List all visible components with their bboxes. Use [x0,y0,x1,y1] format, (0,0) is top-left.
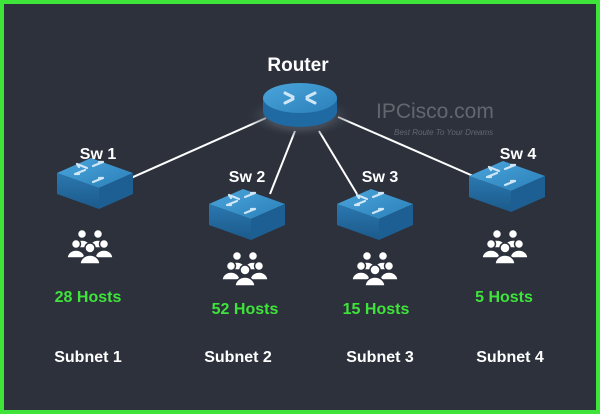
link-router-sw2 [269,130,296,195]
users-icon [351,250,399,287]
switch-1-hosts: 28 Hosts [55,289,122,306]
watermark: IPCisco.com Best Route To Your Dreams [357,92,494,137]
switch-4-label: Sw 4 [500,146,537,163]
subnet-4-label: Subnet 4 [476,349,544,366]
users-icon [481,228,529,265]
users-icon [221,250,269,287]
subnet-2-label: Subnet 2 [204,349,272,366]
router-arrows-icon [283,91,317,105]
switch-3-label: Sw 3 [362,169,399,186]
switch-1-label: Sw 1 [80,146,117,163]
router[interactable] [245,83,355,138]
switch-2-hosts: 52 Hosts [212,301,279,318]
link-router-sw1 [121,117,267,183]
link-router-sw4 [337,116,481,180]
link-router-sw3 [318,130,358,195]
watermark-tagline: Best Route To Your Dreams [394,128,493,137]
subnet-1-label: Subnet 1 [54,349,122,366]
diagram-canvas: IPCisco.com Best Route To Your Dreams Ro… [54,55,547,366]
switch-4-hosts: 5 Hosts [475,289,533,306]
switch-4[interactable] [467,159,547,214]
watermark-brand: IPCisco.com [376,100,494,123]
switch-3-hosts: 15 Hosts [343,301,410,318]
links [121,116,481,195]
switch-2-label: Sw 2 [229,169,266,186]
switch-2[interactable] [207,187,287,242]
router-label: Router [267,55,329,76]
switch-3[interactable] [335,187,415,242]
switch-1[interactable] [55,156,135,211]
subnet-3-label: Subnet 3 [346,349,414,366]
users-icon [66,228,114,265]
